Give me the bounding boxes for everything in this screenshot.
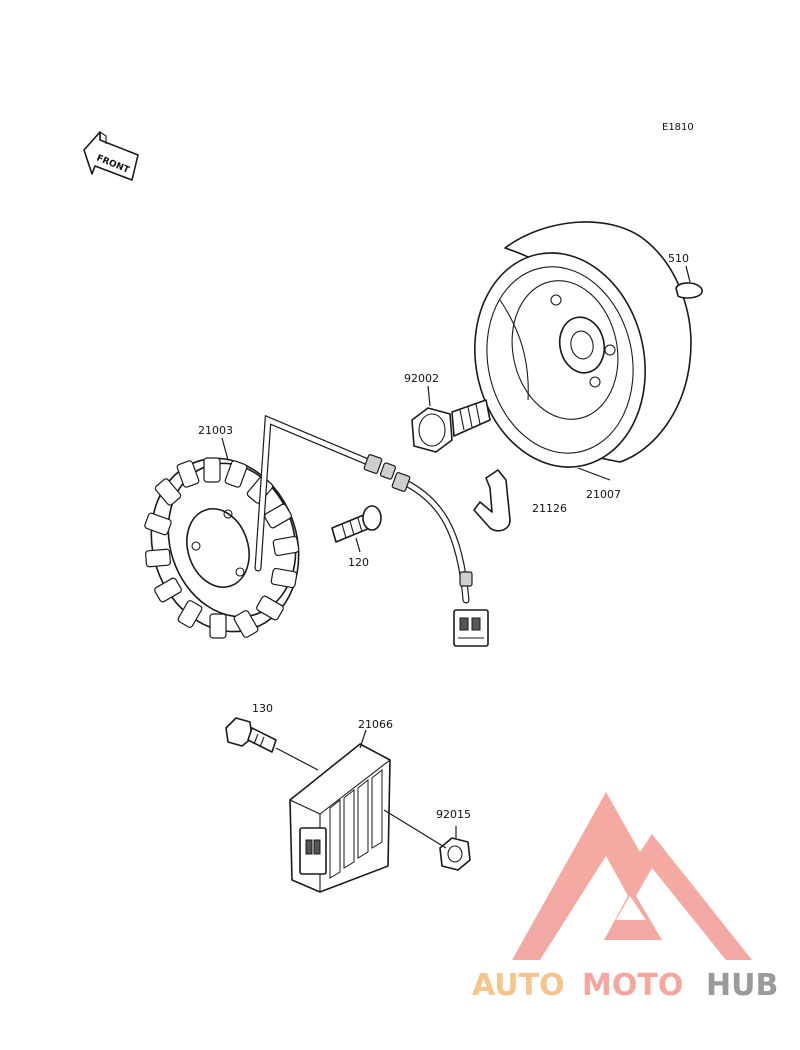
label-92002: 92002 [404, 372, 439, 385]
stator-coil [144, 457, 300, 639]
flange-bolt [411, 399, 491, 453]
flange-nut [439, 837, 471, 871]
key-part [675, 282, 703, 299]
diagram-code: E1810 [662, 122, 694, 133]
label-120: 120 [348, 556, 369, 569]
regulator-bolt [225, 717, 277, 753]
label-510: 510 [668, 252, 689, 265]
regulator-rectifier [289, 743, 391, 893]
stator-lead-wire [254, 414, 489, 647]
automotohub-logo [512, 792, 752, 960]
label-21126: 21126 [532, 502, 567, 515]
label-21066: 21066 [358, 718, 393, 731]
label-92015: 92015 [436, 808, 471, 821]
watermark-word-hub: HUB [706, 968, 778, 1003]
watermark-word-auto: AUTO [472, 968, 565, 1003]
rotor-flywheel [474, 221, 692, 468]
watermark-word-moto: MOTO [582, 968, 683, 1003]
label-130: 130 [252, 702, 273, 715]
wire-clamp [473, 469, 511, 532]
label-21003: 21003 [198, 424, 233, 437]
front-arrow-icon: FRONT [83, 130, 139, 181]
stator-bolt [331, 505, 382, 543]
label-21007: 21007 [586, 488, 621, 501]
